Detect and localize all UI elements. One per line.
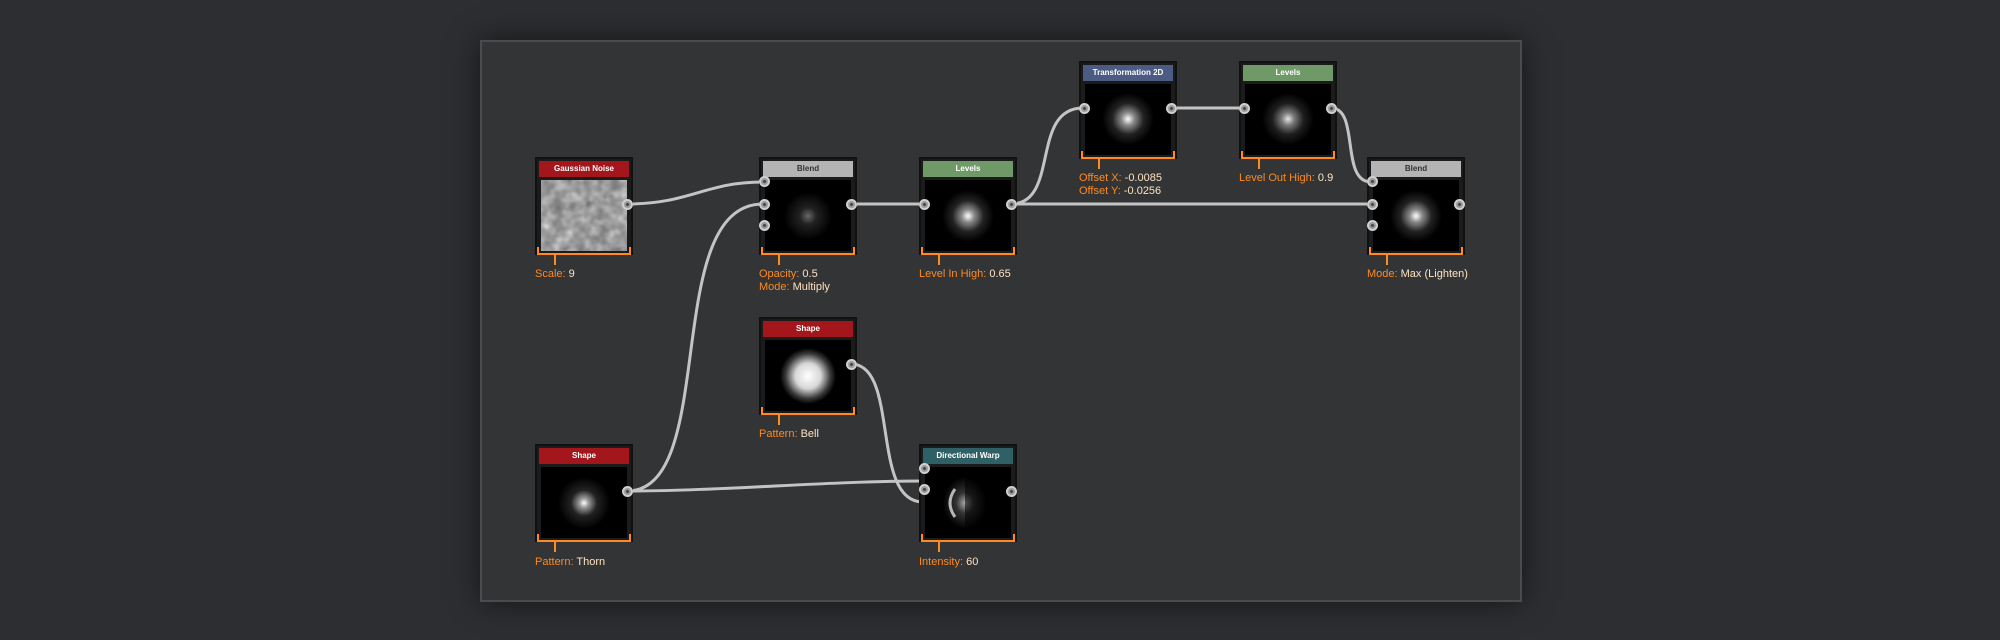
warp-thumbnail-icon bbox=[925, 467, 1011, 538]
param-bracket bbox=[1369, 247, 1463, 255]
param-bracket bbox=[921, 534, 1015, 542]
output-port[interactable] bbox=[1006, 486, 1017, 497]
output-port[interactable] bbox=[1326, 103, 1337, 114]
param-offset-y: Offset Y: -0.0256 bbox=[1079, 185, 1162, 197]
param-pattern: Pattern: Thorn bbox=[535, 556, 606, 568]
node-shape-bell[interactable]: Shape bbox=[759, 317, 857, 415]
dim-glow-thumbnail-icon bbox=[765, 180, 851, 251]
input-port-foreground[interactable] bbox=[1367, 199, 1378, 210]
param-tick bbox=[1386, 255, 1388, 265]
node-levels-in[interactable]: Levels bbox=[919, 157, 1017, 255]
glow-thumbnail-icon bbox=[1085, 84, 1171, 155]
param-bracket bbox=[761, 407, 855, 415]
node-title: Levels bbox=[923, 161, 1013, 177]
param-tick bbox=[554, 542, 556, 552]
param-tick bbox=[778, 415, 780, 425]
output-port[interactable] bbox=[622, 199, 633, 210]
node-directional-warp[interactable]: Directional Warp bbox=[919, 444, 1017, 542]
node-title: Directional Warp bbox=[923, 448, 1013, 464]
output-port[interactable] bbox=[622, 486, 633, 497]
param-level-out-high: Level Out High: 0.9 bbox=[1239, 172, 1334, 184]
noise-thumbnail-icon bbox=[541, 180, 627, 251]
param-tick bbox=[938, 255, 940, 265]
param-tick bbox=[938, 542, 940, 552]
param-bracket bbox=[1241, 151, 1335, 159]
param-level-in-high: Level In High: 0.65 bbox=[919, 268, 1011, 280]
node-title: Levels bbox=[1243, 65, 1333, 81]
node-blend-lighten[interactable]: Blend bbox=[1367, 157, 1465, 255]
input-port-mask[interactable] bbox=[759, 220, 770, 231]
node-shape-thorn[interactable]: Shape bbox=[535, 444, 633, 542]
param-tick bbox=[554, 255, 556, 265]
node-title: Transformation 2D bbox=[1083, 65, 1173, 81]
input-port[interactable] bbox=[1239, 103, 1250, 114]
node-levels-out[interactable]: Levels bbox=[1239, 61, 1337, 159]
param-bracket bbox=[761, 247, 855, 255]
node-title: Shape bbox=[763, 321, 853, 337]
param-pattern: Pattern: Bell bbox=[759, 428, 819, 440]
node-title: Blend bbox=[1371, 161, 1461, 177]
output-port[interactable] bbox=[846, 359, 857, 370]
param-scale: Scale: 9 bbox=[535, 268, 575, 280]
param-tick bbox=[1098, 159, 1100, 169]
input-port-intensity[interactable] bbox=[919, 484, 930, 495]
glow-thumbnail-icon bbox=[1373, 180, 1459, 251]
input-port[interactable] bbox=[919, 199, 930, 210]
output-port[interactable] bbox=[846, 199, 857, 210]
input-port-background[interactable] bbox=[1367, 176, 1378, 187]
param-mode: Mode: Multiply bbox=[759, 281, 830, 293]
node-title: Shape bbox=[539, 448, 629, 464]
thorn-thumbnail-icon bbox=[541, 467, 627, 538]
param-offset-x: Offset X: -0.0085 bbox=[1079, 172, 1162, 184]
param-bracket bbox=[1081, 151, 1175, 159]
output-port[interactable] bbox=[1166, 103, 1177, 114]
input-port-background[interactable] bbox=[759, 176, 770, 187]
output-port[interactable] bbox=[1006, 199, 1017, 210]
param-mode: Mode: Max (Lighten) bbox=[1367, 268, 1468, 280]
glow-thumbnail-icon bbox=[1245, 84, 1331, 155]
node-blend-multiply[interactable]: Blend bbox=[759, 157, 857, 255]
param-tick bbox=[778, 255, 780, 265]
input-port[interactable] bbox=[919, 463, 930, 474]
param-bracket bbox=[921, 247, 1015, 255]
bell-thumbnail-icon bbox=[765, 340, 851, 411]
input-port-mask[interactable] bbox=[1367, 220, 1378, 231]
node-transformation-2d[interactable]: Transformation 2D bbox=[1079, 61, 1177, 159]
glow-thumbnail-icon bbox=[925, 180, 1011, 251]
param-bracket bbox=[537, 247, 631, 255]
param-tick bbox=[1258, 159, 1260, 169]
output-port[interactable] bbox=[1454, 199, 1465, 210]
param-bracket bbox=[537, 534, 631, 542]
param-intensity: Intensity: 60 bbox=[919, 556, 979, 568]
input-port-foreground[interactable] bbox=[759, 199, 770, 210]
node-title: Gaussian Noise bbox=[539, 161, 629, 177]
param-opacity: Opacity: 0.5 bbox=[759, 268, 818, 280]
node-gaussian-noise[interactable]: Gaussian Noise bbox=[535, 157, 633, 255]
input-port[interactable] bbox=[1079, 103, 1090, 114]
node-title: Blend bbox=[763, 161, 853, 177]
